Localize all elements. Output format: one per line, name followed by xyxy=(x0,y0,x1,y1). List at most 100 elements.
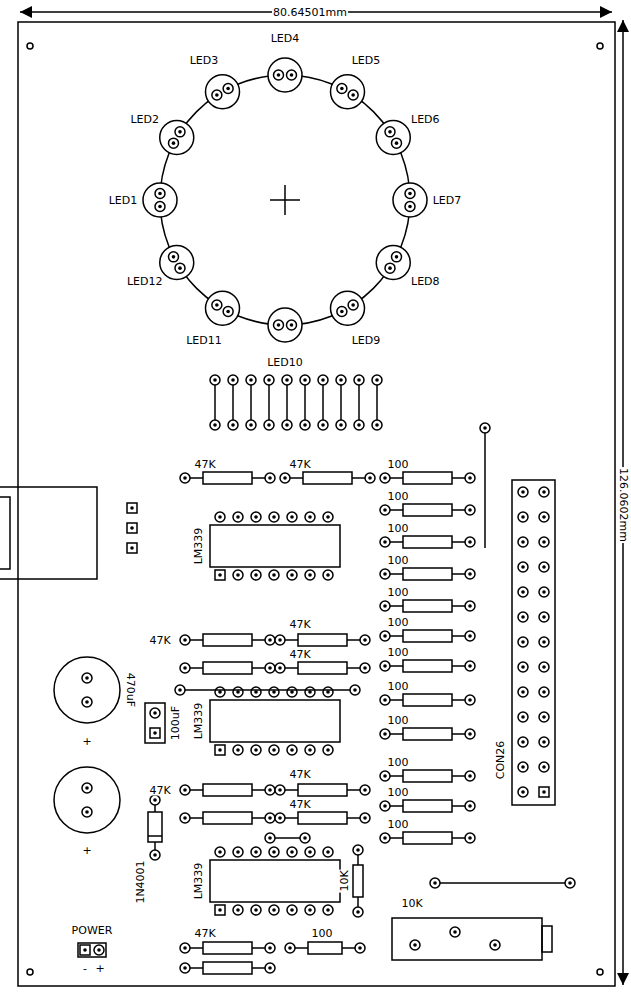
pad xyxy=(180,963,190,973)
pad-hole xyxy=(308,908,312,912)
silkscreen-label: LED5 xyxy=(351,54,382,65)
pad xyxy=(539,762,549,772)
pad-hole xyxy=(278,788,282,792)
pad-hole xyxy=(172,141,176,145)
led-symbol xyxy=(331,291,365,325)
pad xyxy=(265,833,275,843)
pad xyxy=(82,783,92,793)
pad-hole xyxy=(388,266,392,270)
pad xyxy=(265,663,275,673)
pad xyxy=(223,307,233,317)
mounting-hole xyxy=(597,969,603,975)
pad-hole xyxy=(468,774,472,778)
pad-hole xyxy=(383,508,387,512)
capacitor-symbol xyxy=(54,657,120,723)
square-pad xyxy=(215,570,225,580)
capacitor-symbol xyxy=(145,703,165,743)
diode-band xyxy=(148,835,162,837)
pad-hole xyxy=(521,615,525,619)
pad xyxy=(318,375,328,385)
pad xyxy=(380,569,390,579)
pad-hole xyxy=(383,476,387,480)
pad-hole xyxy=(542,765,546,769)
pad xyxy=(265,943,275,953)
pad-hole xyxy=(254,748,258,752)
silkscreen-label: 47K xyxy=(148,785,171,796)
led-symbol xyxy=(160,246,194,280)
pad xyxy=(275,785,285,795)
pad xyxy=(353,907,363,917)
pad-hole xyxy=(178,130,182,134)
pad-hole xyxy=(178,266,182,270)
pad-hole xyxy=(236,748,240,752)
pad-hole xyxy=(493,943,497,947)
pad-hole xyxy=(363,788,367,792)
pad xyxy=(175,685,185,695)
pad-hole xyxy=(268,788,272,792)
resistor-symbol xyxy=(203,662,252,674)
pad xyxy=(380,505,390,515)
pad-hole xyxy=(357,423,361,427)
pad xyxy=(392,138,402,148)
resistor-symbol xyxy=(403,770,452,782)
pad-hole xyxy=(249,423,253,427)
pad-hole xyxy=(308,748,312,752)
pad-hole xyxy=(321,378,325,382)
pad xyxy=(372,375,382,385)
pad xyxy=(380,601,390,611)
pad xyxy=(539,712,549,722)
pad xyxy=(518,712,528,722)
header-outline xyxy=(512,480,555,805)
jumper-wire xyxy=(180,689,355,691)
resistor-symbol xyxy=(298,662,347,674)
pad-hole xyxy=(375,423,379,427)
pad-hole xyxy=(351,303,355,307)
resistor-symbol xyxy=(403,600,452,612)
mounting-hole xyxy=(27,43,33,49)
pad-hole xyxy=(254,515,258,519)
pad-hole xyxy=(521,565,525,569)
pad xyxy=(246,420,256,430)
pad-hole xyxy=(85,786,89,790)
pad xyxy=(385,263,395,273)
pad-hole xyxy=(326,748,330,752)
pad xyxy=(465,801,475,811)
pad xyxy=(380,801,390,811)
pad-hole xyxy=(468,604,472,608)
pad-hole xyxy=(268,946,272,950)
pad-hole xyxy=(308,850,312,854)
pad-hole xyxy=(368,476,372,480)
pad-hole xyxy=(521,515,525,519)
pad xyxy=(155,202,165,212)
pad xyxy=(251,847,261,857)
pad xyxy=(282,375,292,385)
pad-hole xyxy=(542,740,546,744)
pad xyxy=(233,512,243,522)
pad-hole xyxy=(408,205,412,209)
pad-hole xyxy=(326,850,330,854)
pad-hole xyxy=(542,665,546,669)
pad xyxy=(323,570,333,580)
pad-hole xyxy=(277,73,281,77)
pad-hole xyxy=(356,910,360,914)
led-symbol xyxy=(331,75,365,109)
pad-hole xyxy=(249,378,253,382)
pad-hole xyxy=(183,476,187,480)
pad xyxy=(518,787,528,797)
pad-hole xyxy=(542,615,546,619)
pad xyxy=(323,512,333,522)
pad xyxy=(269,847,279,857)
pad-hole xyxy=(383,604,387,608)
pad xyxy=(269,570,279,580)
resistor-symbol xyxy=(403,504,452,516)
pad-hole xyxy=(218,908,222,912)
silkscreen-label: 100 xyxy=(387,715,410,726)
pad xyxy=(465,661,475,671)
led-symbol xyxy=(143,183,177,217)
square-pad xyxy=(539,787,549,797)
pad-hole xyxy=(468,572,472,576)
jumper-wire xyxy=(322,380,324,425)
pad-hole xyxy=(272,850,276,854)
